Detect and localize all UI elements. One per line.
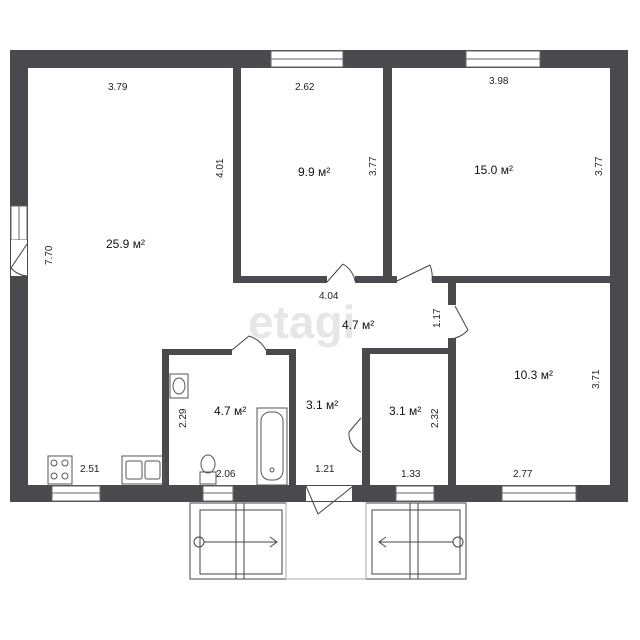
room-area-living: 25.9 м² bbox=[106, 237, 145, 251]
windows bbox=[10, 50, 577, 502]
dim-bathroom-bottom: 2.06 bbox=[216, 469, 236, 480]
dim-bedroom1-right: 3.77 bbox=[368, 156, 379, 176]
dimensions: 3.79 7.70 4.01 2.51 2.62 3.77 3.98 3.77 … bbox=[44, 76, 605, 480]
room-area-bathroom: 4.7 м² bbox=[214, 404, 246, 418]
toilet-icon bbox=[199, 454, 217, 485]
dim-bedroom3-side: 3.71 bbox=[591, 369, 602, 389]
dim-bedroom2-right: 3.77 bbox=[594, 156, 605, 176]
bathtub-icon bbox=[256, 407, 288, 486]
stove-icon bbox=[47, 455, 73, 485]
room-area-bedroom-1: 9.9 м² bbox=[298, 165, 330, 179]
dim-corridor-bottom: 1.21 bbox=[315, 464, 335, 475]
walls bbox=[10, 50, 628, 502]
dim-hall-width: 4.04 bbox=[319, 291, 339, 302]
dim-living-side: 7.70 bbox=[44, 245, 55, 265]
fixtures bbox=[47, 373, 288, 486]
room-area-corridor: 3.1 м² bbox=[306, 398, 338, 412]
dim-bedroom3-bottom: 2.77 bbox=[513, 469, 533, 480]
room-areas: 25.9 м² 9.9 м² 15.0 м² 4.7 м² 4.7 м² 3.1… bbox=[106, 163, 553, 418]
room-area-hall: 4.7 м² bbox=[342, 318, 374, 332]
dim-bathroom-side: 2.29 bbox=[178, 408, 189, 428]
dim-bedroom1-top: 2.62 bbox=[295, 82, 315, 93]
room-area-bedroom-2: 15.0 м² bbox=[474, 163, 513, 177]
doors bbox=[10, 240, 469, 515]
dim-hall-height: 1.17 bbox=[432, 308, 443, 328]
kitchen-sink-icon bbox=[121, 455, 165, 485]
washbasin-icon bbox=[169, 373, 189, 399]
dim-living-bottom: 2.51 bbox=[80, 464, 100, 475]
dim-bedroom2-top: 3.98 bbox=[489, 76, 509, 87]
dim-living-right: 4.01 bbox=[215, 158, 226, 178]
dim-living-top: 3.79 bbox=[108, 82, 128, 93]
stairs bbox=[189, 502, 467, 580]
dim-storage-bottom: 1.33 bbox=[401, 469, 421, 480]
watermark: etagi bbox=[248, 296, 355, 348]
room-area-bedroom-3: 10.3 м² bbox=[514, 368, 553, 382]
dim-storage-side: 2.32 bbox=[430, 408, 441, 428]
room-area-storage: 3.1 м² bbox=[389, 404, 421, 418]
